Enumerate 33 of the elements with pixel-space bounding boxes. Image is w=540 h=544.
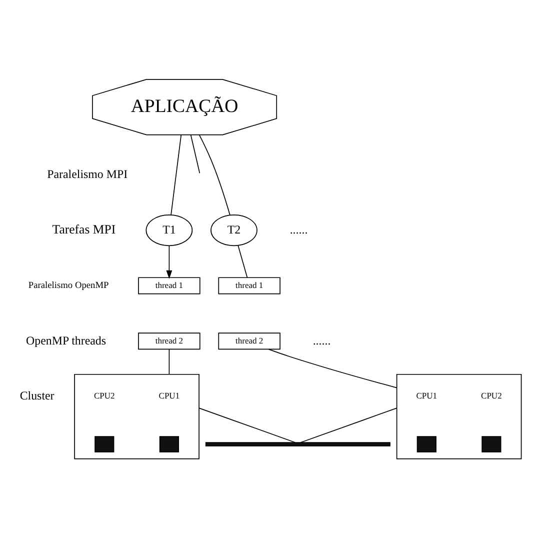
connector: [300, 407, 398, 442]
label: Paralelismo MPI: [47, 166, 128, 181]
node-box: thread 1: [138, 276, 200, 294]
cluster: [74, 373, 200, 459]
connector: [168, 348, 170, 374]
connector: [198, 134, 230, 215]
node-text: CPU2: [94, 390, 115, 400]
label: Cluster: [20, 388, 54, 402]
node-box: [416, 436, 436, 452]
node-box: [482, 436, 502, 452]
connector: [170, 134, 182, 215]
node-box: thread 2: [218, 332, 280, 350]
label: ......: [290, 222, 308, 236]
node-ellipse: T2: [210, 214, 258, 246]
label: Paralelismo OpenMP: [28, 280, 109, 291]
node-box: thread 1: [218, 276, 280, 294]
label: Tarefas MPI: [52, 222, 116, 236]
node-text: CPU1: [158, 390, 180, 400]
node-box: thread 2: [138, 332, 200, 350]
connector: [190, 134, 200, 174]
node-bar: [205, 442, 390, 446]
node-box: [94, 436, 114, 452]
node-ellipse: T1: [146, 214, 193, 246]
connector: [238, 244, 248, 278]
connector: [198, 407, 296, 442]
arrow: [166, 244, 172, 278]
label: OpenMP threads: [26, 332, 106, 347]
node-text: CPU1: [416, 390, 438, 400]
cluster: [396, 373, 522, 459]
label: ......: [312, 332, 331, 347]
node-text: CPU2: [481, 390, 502, 400]
connector: [268, 348, 398, 388]
node-box: [159, 436, 179, 452]
